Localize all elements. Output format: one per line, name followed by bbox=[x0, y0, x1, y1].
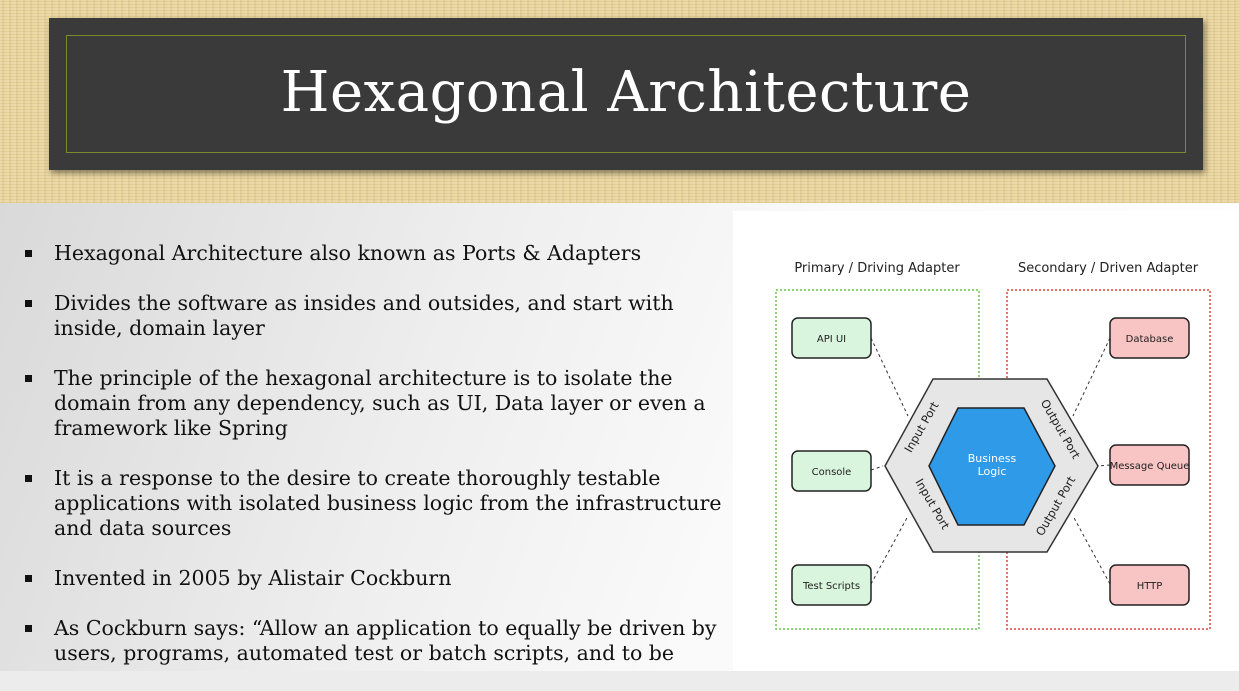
bullet-text: framework like Spring bbox=[54, 416, 288, 440]
adapter-label: Database bbox=[1126, 334, 1174, 345]
bullet-item: It is a response to the desire to create… bbox=[25, 466, 745, 541]
adapter-label: Console bbox=[812, 467, 852, 478]
bullet-text: Hexagonal Architecture also known as Por… bbox=[54, 241, 642, 265]
bullet-item: The principle of the hexagonal architect… bbox=[25, 366, 745, 441]
adapter-box bbox=[791, 450, 872, 492]
bullet-text: and data sources bbox=[54, 516, 232, 540]
bullet-marker bbox=[25, 250, 32, 257]
connector-lines bbox=[870, 337, 1111, 585]
title-frame: Hexagonal Architecture bbox=[66, 35, 1186, 153]
adapter-label: API UI bbox=[817, 334, 846, 345]
bullet-text: Divides the software as insides and outs… bbox=[54, 291, 674, 315]
connector-line bbox=[1072, 337, 1111, 417]
secondary-adapter-http: HTTP bbox=[1109, 564, 1190, 606]
bullet-item: Invented in 2005 by Alistair Cockburn bbox=[25, 566, 745, 591]
connector-line bbox=[870, 465, 884, 471]
connector-line bbox=[1072, 515, 1111, 585]
bullet-marker bbox=[25, 625, 32, 632]
title-box: Hexagonal Architecture bbox=[49, 18, 1203, 170]
secondary-adapter-heading: Secondary / Driven Adapter bbox=[1018, 261, 1199, 276]
adapter-box bbox=[791, 317, 872, 359]
bullet-marker bbox=[25, 300, 32, 307]
connector-line bbox=[870, 337, 909, 417]
slide-title: Hexagonal Architecture bbox=[280, 59, 972, 125]
bullet-marker bbox=[25, 375, 32, 382]
primary-adapter-heading: Primary / Driving Adapter bbox=[794, 261, 960, 276]
adapter-label: HTTP bbox=[1137, 581, 1163, 592]
secondary-adapter-message-queue: Message Queue bbox=[1109, 444, 1190, 486]
adapter-box bbox=[1109, 564, 1190, 606]
bullet-text: domain from any dependency, such as UI, … bbox=[54, 391, 706, 415]
bullet-text: inside, domain layer bbox=[54, 316, 265, 340]
header-band: Hexagonal Architecture bbox=[0, 0, 1239, 203]
primary-adapter-console: Console bbox=[791, 450, 872, 492]
secondary-adapter-frame bbox=[1006, 289, 1211, 630]
bullet-marker bbox=[25, 575, 32, 582]
adapter-box bbox=[1109, 444, 1190, 486]
bullet-text: users, programs, automated test or batch… bbox=[54, 641, 675, 665]
bullet-list: Hexagonal Architecture also known as Por… bbox=[25, 241, 745, 691]
adapter-box bbox=[791, 564, 872, 606]
bullet-text: The principle of the hexagonal architect… bbox=[54, 366, 673, 390]
bullet-text: It is a response to the desire to create… bbox=[54, 466, 661, 490]
connector-line bbox=[870, 515, 909, 585]
bullet-item: Hexagonal Architecture also known as Por… bbox=[25, 241, 745, 266]
bullet-item: As Cockburn says: “Allow an application … bbox=[25, 616, 745, 666]
adapter-box bbox=[1109, 317, 1190, 359]
secondary-adapter-database: Database bbox=[1109, 317, 1190, 359]
business-logic-label: Business bbox=[968, 452, 1017, 465]
bullet-marker bbox=[25, 475, 32, 482]
adapter-label: Message Queue bbox=[1110, 461, 1190, 472]
primary-adapter-api-ui: API UI bbox=[791, 317, 872, 359]
architecture-diagram: Primary / Driving Adapter Secondary / Dr… bbox=[733, 211, 1239, 671]
business-logic-hexagon bbox=[928, 407, 1056, 526]
bullet-item: Divides the software as insides and outs… bbox=[25, 291, 745, 341]
connector-line bbox=[1097, 464, 1111, 467]
primary-adapter-test-scripts: Test Scripts bbox=[791, 564, 872, 606]
business-logic-label: Logic bbox=[978, 465, 1007, 478]
bullet-text: applications with isolated business logi… bbox=[54, 491, 722, 515]
adapter-label: Test Scripts bbox=[802, 581, 860, 592]
bullet-text: Invented in 2005 by Alistair Cockburn bbox=[54, 566, 452, 590]
bullet-text: As Cockburn says: “Allow an application … bbox=[54, 616, 717, 640]
